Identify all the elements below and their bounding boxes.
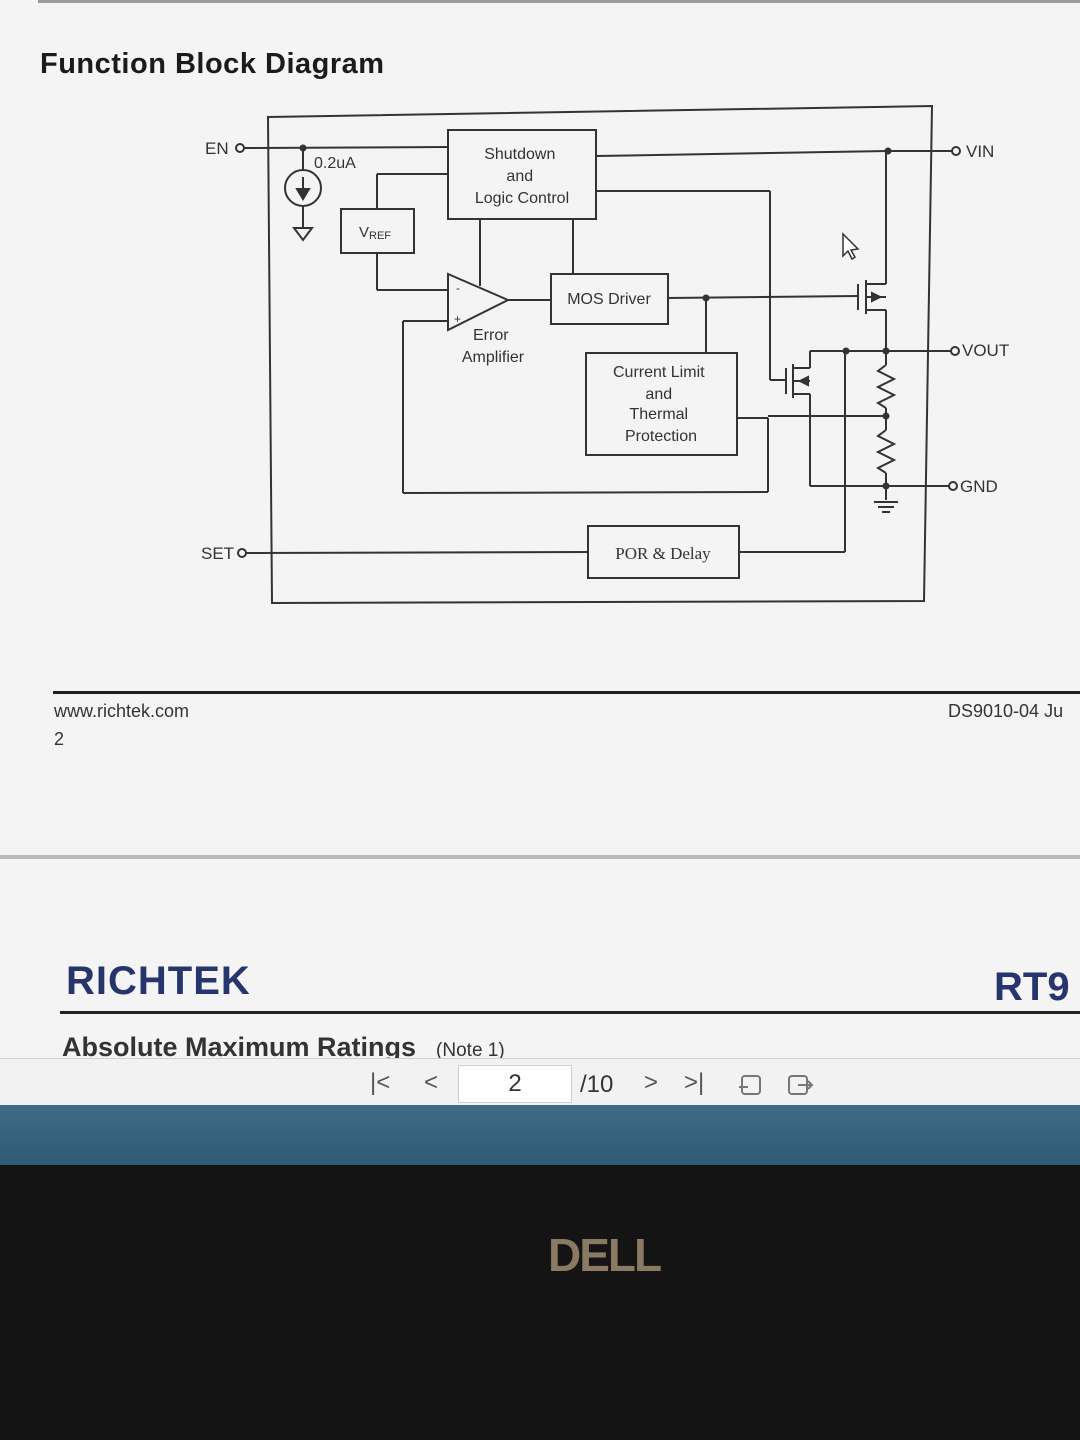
mos-driver-block <box>550 273 669 325</box>
current-limit-block <box>585 352 738 456</box>
footer-page-number: 2 <box>54 729 65 749</box>
discharge-transistor-symbol <box>770 351 811 486</box>
part-number: RT9 <box>994 965 1070 1009</box>
footer-url: www.richtek.com <box>54 701 190 721</box>
pin-vout-label: VOUT <box>962 341 1009 360</box>
error-amplifier-label: Error Amplifier <box>462 327 525 366</box>
opamp-minus: - <box>456 281 460 295</box>
pin-en-label: EN <box>205 139 229 158</box>
mos-driver-label: MOS Driver <box>567 291 651 308</box>
pin-gnd-label: GND <box>960 477 998 496</box>
shutdown-logic-block <box>447 129 597 220</box>
first-page-icon[interactable]: |< <box>370 1069 391 1096</box>
mouse-cursor-icon <box>842 232 860 261</box>
footer-doc-id: DS9010-04 Ju <box>948 701 1064 721</box>
prev-page-icon[interactable]: < <box>424 1069 439 1096</box>
opamp-plus: + <box>454 312 461 326</box>
brand-logo: RICHTEK <box>66 959 251 1003</box>
vref-label: VREF <box>359 224 391 242</box>
pdf-page-2: Function Block Diagram EN SET VIN VOUT G… <box>38 0 1080 749</box>
pin-vout-terminal <box>950 346 960 356</box>
pin-vin-label: VIN <box>966 142 994 161</box>
page-total: /10 <box>580 1071 614 1098</box>
ic-boundary <box>266 104 934 605</box>
pin-vin-terminal <box>951 146 961 156</box>
function-block-diagram: EN SET VIN VOUT GND 0.2uA VREF <box>201 104 1009 605</box>
pin-en-terminal <box>235 143 245 153</box>
current-source-label: 0.2uA <box>314 155 356 172</box>
shutdown-logic-label: Shutdown and Logic Control <box>475 146 569 207</box>
ground-arrow-icon <box>292 227 314 242</box>
pin-set-label: SET <box>201 544 234 563</box>
pin-set-terminal <box>237 548 247 558</box>
error-amplifier <box>447 272 511 332</box>
page-number-input[interactable]: 2 <box>458 1065 572 1103</box>
current-limit-label: Current Limit and Thermal Protection <box>613 364 709 445</box>
page-separator <box>0 855 1080 859</box>
ground-symbol-icon <box>874 501 898 513</box>
next-page-icon[interactable]: > <box>644 1069 659 1096</box>
section-title: Function Block Diagram <box>40 48 385 80</box>
pin-gnd-terminal <box>948 481 958 491</box>
monitor-bezel <box>0 1165 1080 1440</box>
pass-transistor-symbol <box>857 151 887 351</box>
header-rule <box>60 1011 1080 1014</box>
exit-icon[interactable] <box>786 1073 814 1097</box>
last-page-icon[interactable]: >| <box>684 1069 705 1096</box>
os-taskbar <box>0 1105 1080 1165</box>
page-navigation-toolbar: |< < 2 /10 > >| <box>0 1058 1080 1105</box>
por-delay-label: POR & Delay <box>615 544 711 563</box>
section-heading: Absolute Maximum Ratings(Note 1) <box>62 1032 505 1062</box>
feedback-resistors <box>875 351 897 500</box>
dell-logo: DELL <box>548 1229 662 1281</box>
footer-rule <box>53 691 1080 694</box>
top-rule <box>38 0 1080 3</box>
rotate-icon[interactable] <box>738 1073 764 1097</box>
pdf-viewer-screen: Function Block Diagram EN SET VIN VOUT G… <box>0 0 1080 1105</box>
